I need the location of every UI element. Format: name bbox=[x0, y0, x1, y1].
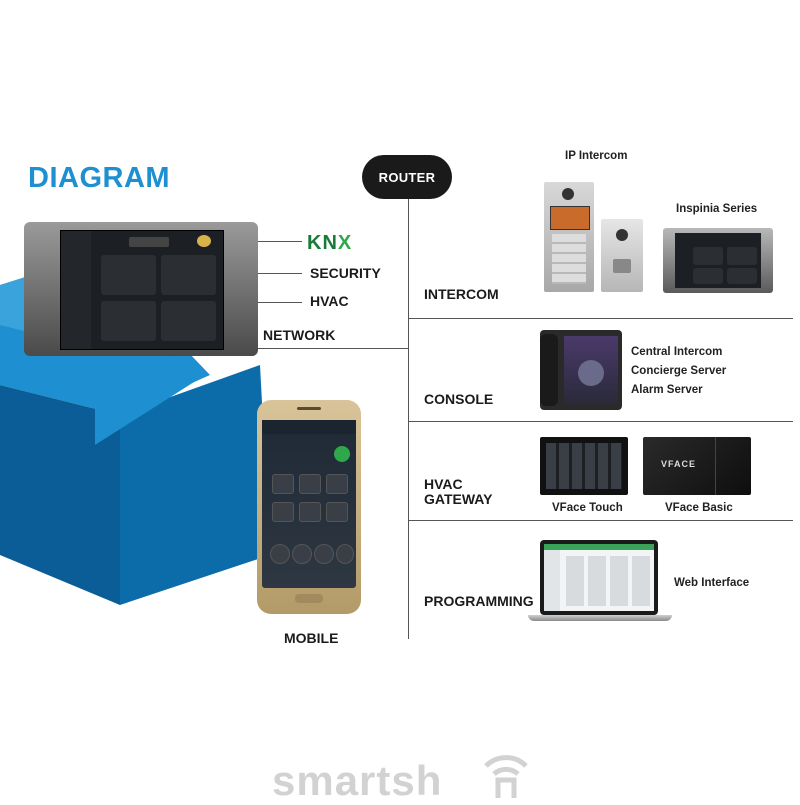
console-item-central-intercom: Central Intercom bbox=[631, 346, 723, 358]
ip-intercom-device-tall bbox=[544, 182, 594, 292]
vface-basic-device: VFACE bbox=[643, 437, 751, 495]
row-separator-3 bbox=[408, 520, 793, 521]
knx-connector bbox=[258, 241, 302, 242]
row-label-console: CONSOLE bbox=[424, 391, 494, 407]
router-trunk-line bbox=[408, 199, 409, 639]
main-panel-device bbox=[24, 222, 258, 356]
ip-intercom-label: IP Intercom bbox=[565, 150, 628, 162]
mobile-phone-device bbox=[257, 400, 361, 614]
vface-touch-device bbox=[540, 437, 628, 495]
watermark-text: smartsh bbox=[272, 757, 443, 804]
network-connector bbox=[258, 348, 408, 349]
ip-intercom-device-short bbox=[601, 219, 643, 292]
vface-basic-label: VFace Basic bbox=[665, 502, 733, 514]
mobile-label: MOBILE bbox=[284, 630, 339, 646]
inspinia-device bbox=[663, 228, 773, 293]
row-separator-2 bbox=[408, 421, 793, 422]
row-label-intercom: INTERCOM bbox=[424, 286, 499, 302]
vface-logo: VFACE bbox=[661, 459, 697, 469]
web-interface-label: Web Interface bbox=[674, 577, 750, 589]
laptop-device bbox=[540, 540, 658, 615]
console-device bbox=[540, 330, 622, 410]
inspinia-label: Inspinia Series bbox=[676, 203, 758, 215]
vface-touch-label: VFace Touch bbox=[552, 502, 623, 514]
router-badge: ROUTER bbox=[362, 155, 452, 199]
security-label: SECURITY bbox=[310, 265, 381, 281]
console-item-concierge-server: Concierge Server bbox=[631, 365, 727, 377]
hvac-label: HVAC bbox=[310, 293, 349, 309]
network-label: NETWORK bbox=[263, 327, 336, 343]
wifi-icon bbox=[484, 755, 528, 798]
row-label-gateway: GATEWAY bbox=[424, 491, 493, 507]
console-item-alarm-server: Alarm Server bbox=[631, 384, 703, 396]
laptop-base bbox=[528, 615, 672, 621]
row-label-programming: PROGRAMMING bbox=[424, 593, 534, 609]
hvac-connector bbox=[258, 302, 302, 303]
row-separator-1 bbox=[408, 318, 793, 319]
knx-logo: KNX bbox=[307, 232, 353, 254]
security-connector bbox=[258, 273, 302, 274]
row-label-hvac: HVAC bbox=[424, 476, 463, 492]
diagram-title: DIAGRAM bbox=[28, 162, 171, 194]
